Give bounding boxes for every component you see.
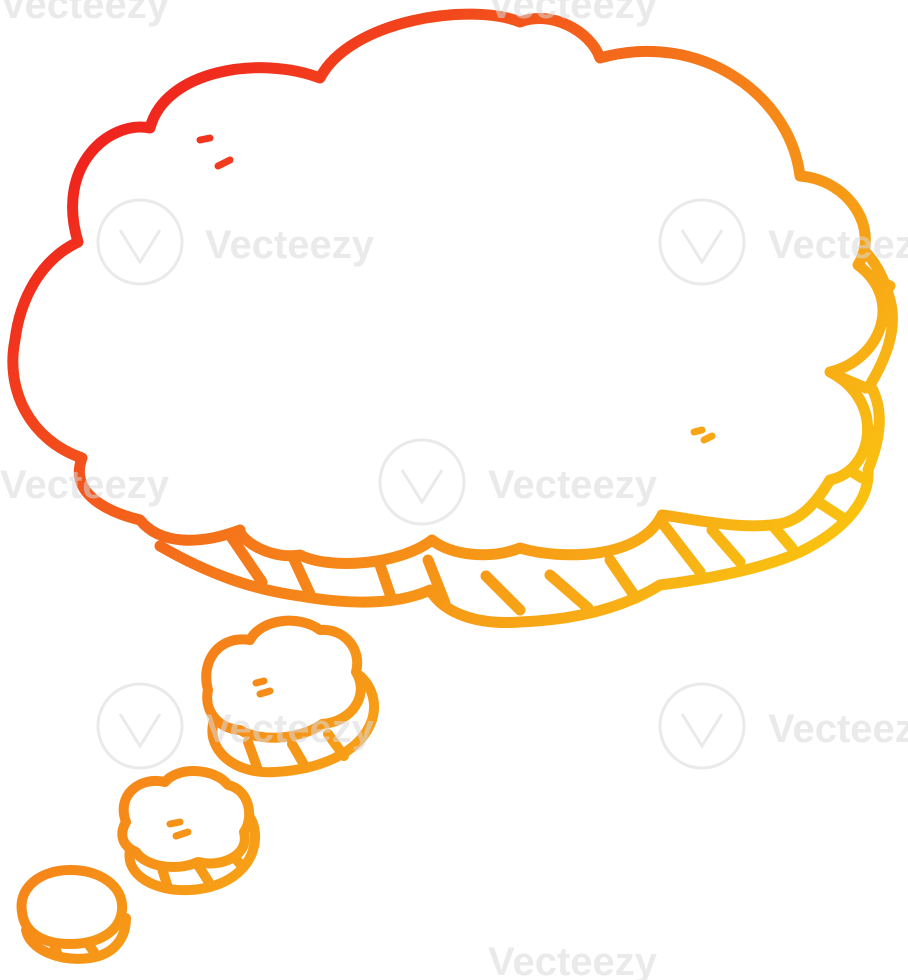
svg-text:Vecteezy: Vecteezy [488,463,658,507]
svg-text:Vecteezy: Vecteezy [768,223,908,267]
svg-text:Vecteezy: Vecteezy [205,707,375,751]
tiny-thought-bubble [16,865,131,964]
svg-text:Vecteezy: Vecteezy [0,0,170,27]
svg-text:Vecteezy: Vecteezy [488,940,658,980]
small-thought-bubble [117,766,261,896]
svg-text:Vecteezy: Vecteezy [0,463,170,507]
svg-text:Vecteezy: Vecteezy [205,223,375,267]
svg-text:Vecteezy: Vecteezy [768,707,908,751]
medium-thought-bubble [201,615,379,778]
svg-text:Vecteezy: Vecteezy [488,0,658,27]
cloud-outline [7,8,889,569]
cloud-highlight-marks [196,134,716,444]
